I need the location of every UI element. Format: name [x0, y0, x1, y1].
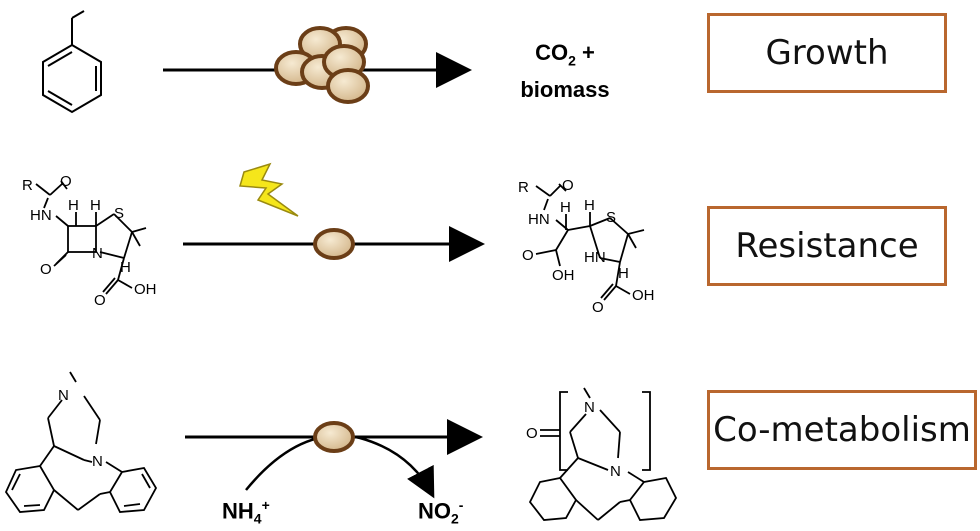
atom-label: N	[92, 245, 103, 262]
label-box-growth: Growth	[707, 13, 947, 93]
label-box-cometabolism: Co-metabolism	[707, 390, 977, 470]
subscript: 2	[568, 52, 576, 69]
atom-label: OH	[632, 287, 655, 304]
atom-label: N	[58, 387, 69, 404]
bacterial-cell-icon	[313, 421, 355, 453]
atom-label: O	[526, 425, 538, 442]
atom-label: O	[60, 173, 72, 190]
product-line-biomass: biomass	[520, 77, 610, 103]
atom-label: O	[94, 292, 106, 309]
label-resistance: Resistance	[735, 226, 919, 266]
atom-label: H	[120, 259, 131, 276]
product-co2-biomass: CO2 + biomass	[505, 38, 625, 105]
penicilloic-acid-structure: R O HN H H S O OH HN H OH O	[518, 177, 655, 316]
lightning-bolt-icon	[239, 162, 299, 217]
penicillin-structure: R O HN H H S N O H OH O	[22, 173, 157, 309]
atom-label: H	[90, 197, 101, 214]
atom-label: O	[592, 299, 604, 316]
atom-label: OH	[552, 267, 575, 284]
label-box-resistance: Resistance	[707, 206, 947, 286]
atom-label: H	[618, 265, 629, 282]
atom-label: N	[584, 399, 595, 416]
atom-label: R	[518, 179, 529, 196]
atom-label: S	[114, 205, 124, 222]
mianserin-metabolite-structure: O N N	[526, 387, 678, 521]
cofactor-ammonium: NH4+	[222, 497, 270, 527]
atom-label: HN	[584, 249, 606, 266]
label-growth: Growth	[765, 33, 889, 73]
toluene-structure	[42, 10, 102, 114]
atom-label: HN	[528, 211, 550, 228]
atom-label: O	[562, 177, 574, 194]
product-line-co2: CO2 +	[535, 40, 595, 69]
atom-label: S	[606, 209, 616, 226]
atom-label: R	[22, 177, 33, 194]
mianserin-structure: N N	[4, 371, 158, 513]
bacterial-cluster-icon	[274, 26, 370, 104]
atom-label: H	[68, 197, 79, 214]
atom-label: N	[92, 453, 103, 470]
atom-label: HN	[30, 207, 52, 224]
label-cometabolism: Co-metabolism	[713, 410, 971, 450]
cofactor-nitrite: NO2-	[418, 497, 464, 527]
bacterial-cell-icon	[313, 228, 355, 260]
atom-label: O	[40, 261, 52, 278]
atom-label: OH	[134, 281, 157, 298]
atom-label: H	[560, 199, 571, 216]
atom-label: H	[584, 197, 595, 214]
atom-label: O	[522, 247, 534, 264]
cofactor-arc	[245, 434, 435, 499]
atom-label: N	[610, 463, 621, 480]
